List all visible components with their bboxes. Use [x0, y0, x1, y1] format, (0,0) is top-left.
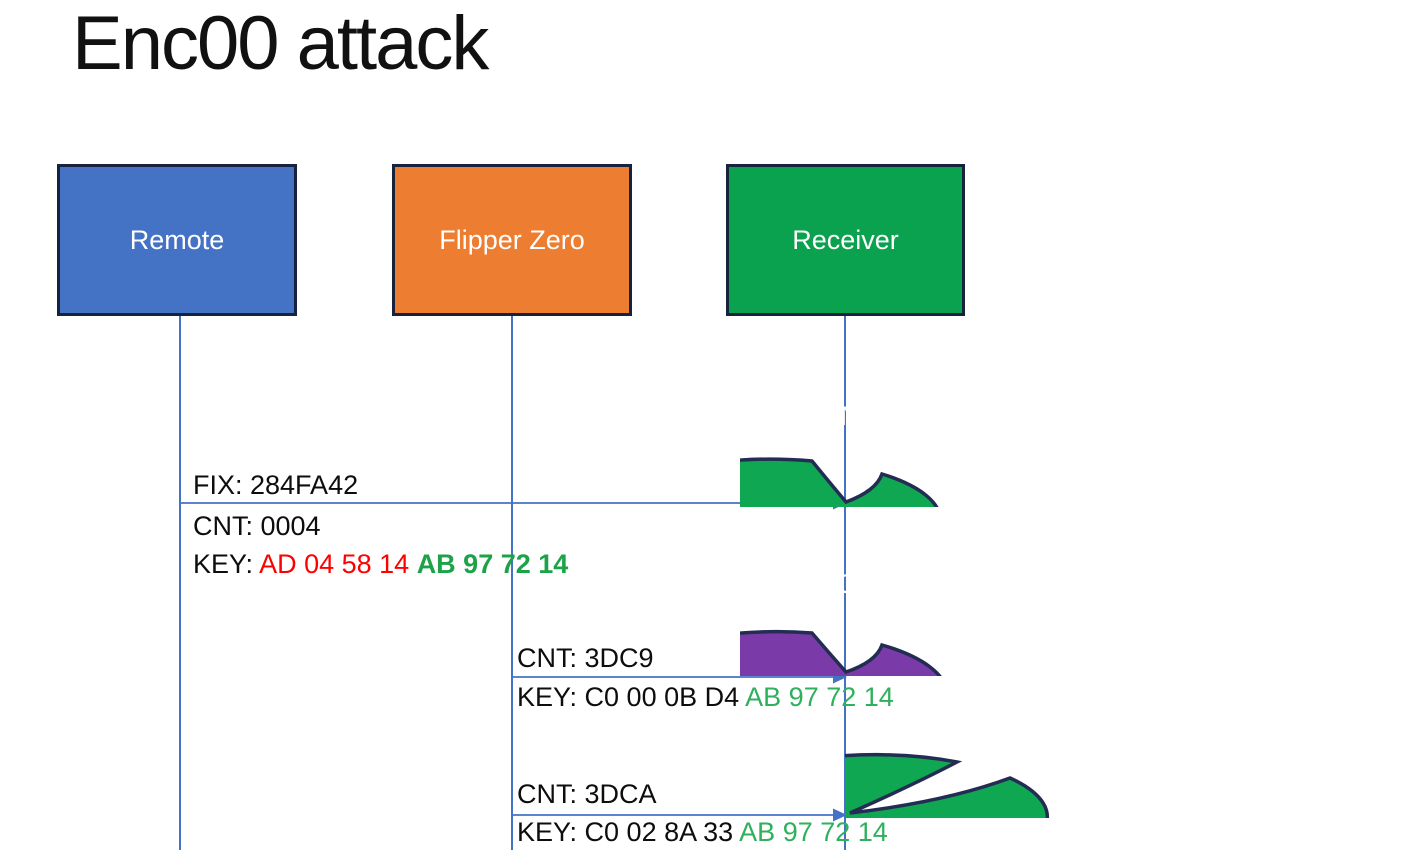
- callout-bubble-1-shape: [740, 457, 939, 507]
- slide-title: Enc00 attack: [72, 1, 489, 86]
- message-3-key-green-bytes: AB 97 72 14: [739, 817, 888, 847]
- message-3-cnt-label: CNT: 3DCA: [517, 779, 657, 809]
- callout-bubble-2: [740, 629, 942, 676]
- message-2-key-label: KEY: C0 00 0B D4 AB 97 72 14: [517, 682, 894, 713]
- callout-bubble-3-shape: [845, 752, 1050, 818]
- message-1-key-prefix: KEY:: [193, 549, 260, 579]
- message-1-key-label: KEY: AD 04 58 14 AB 97 72 14: [193, 549, 568, 580]
- callout-3-line-1: FIX good: [1037, 668, 1147, 698]
- message-2-key-prefix: KEY: C0 00 0B D4: [517, 682, 746, 712]
- message-1-cnt-label: CNT: 0004: [193, 511, 321, 541]
- callout-2-line-3: future code: [848, 608, 984, 638]
- message-3-key-prefix: KEY: C0 02 8A 33: [517, 817, 740, 847]
- actor-label-flipper-zero: Flipper Zero: [439, 224, 585, 255]
- callout-3-line-3: “Opened”: [1034, 746, 1150, 776]
- callout-bubble-3: [845, 752, 1050, 818]
- lifeline-flipper-zero: [511, 316, 513, 850]
- callout-text-3: FIX good CNT is 3DCA “Opened”: [922, 664, 1262, 781]
- actor-label-remote: Remote: [129, 224, 225, 255]
- callout-2-line-2: CNT 3DC9 is: [836, 569, 996, 599]
- lifeline-receiver: [844, 316, 846, 850]
- message-1-key-red-bytes: AD 04 58 14: [259, 549, 417, 579]
- actor-box-remote: Remote: [57, 164, 297, 316]
- message-2-key-green-bytes: AB 97 72 14: [745, 682, 894, 712]
- callout-2-line-1: FIX good: [861, 530, 971, 560]
- message-arrow-3-arrowhead-icon: [833, 808, 847, 822]
- actor-box-receiver: Receiver: [726, 164, 965, 316]
- message-1-key-green-bytes: AB 97 72 14: [416, 549, 569, 579]
- callout-bubble-1: [740, 457, 939, 507]
- actor-label-receiver: Receiver: [792, 224, 899, 255]
- callout-1-line-1: FIX good: [861, 362, 971, 392]
- callout-text-1: FIX good CNT 0001 good “Opened”: [746, 358, 1086, 475]
- callout-1-line-3: “Opened”: [858, 440, 974, 470]
- callout-3-line-2: CNT is 3DCA: [1011, 707, 1173, 737]
- message-2-cnt-label: CNT: 3DC9: [517, 643, 654, 673]
- callout-1-line-2: CNT 0001 good: [820, 401, 1012, 431]
- callout-bubble-2-shape: [740, 629, 942, 676]
- message-3-key-label: KEY: C0 02 8A 33 AB 97 72 14: [517, 817, 888, 848]
- lifeline-remote: [179, 316, 181, 850]
- actor-box-flipper-zero: Flipper Zero: [392, 164, 632, 316]
- callout-text-2: FIX good CNT 3DC9 is future code: [746, 526, 1086, 643]
- message-1-fix-label: FIX: 284FA42: [193, 470, 359, 500]
